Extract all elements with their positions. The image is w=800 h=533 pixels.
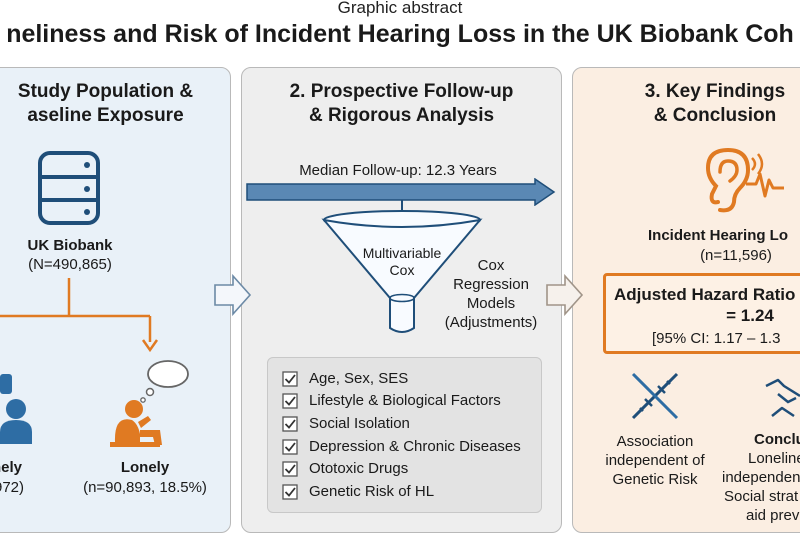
funnel-icon	[321, 200, 483, 333]
conclusion-line3: Social strat	[724, 488, 799, 505]
split-connector	[0, 278, 159, 353]
hazard-ratio-box	[603, 273, 800, 354]
regression-label-line4: (Adjustments)	[444, 314, 538, 331]
adjustment-label: Depression & Chronic Diseases	[309, 438, 521, 455]
database-name: UK Biobank	[27, 237, 113, 254]
timeline-arrow-icon	[246, 178, 556, 206]
panel3-title-line2: & Conclusion	[653, 105, 777, 126]
arrow-right-icon	[546, 274, 584, 316]
handshake-icon	[765, 378, 800, 418]
lonely-count: (n=90,893, 18.5%)	[83, 479, 207, 496]
lonely-label: Lonely	[120, 459, 170, 476]
lonely-person-icon	[110, 360, 189, 447]
panel2-title-line2: & Rigorous Analysis	[308, 105, 495, 126]
panel-study-population	[0, 67, 231, 533]
hazard-ratio-ci: [95% CI: 1.17 – 1.3	[652, 330, 781, 347]
checkbox-checked-icon	[282, 484, 298, 500]
outcome-label: Incident Hearing Lo	[648, 227, 789, 244]
association-line2: independent of	[605, 452, 705, 469]
funnel-label-line1: Multivariable	[362, 245, 442, 261]
conclusion-line2: independen	[722, 469, 800, 486]
person-icon	[0, 374, 32, 444]
panel1-title-line2: aseline Exposure	[27, 105, 184, 126]
hazard-ratio-value: = 1.24	[726, 306, 774, 325]
adjustment-label: Social Isolation	[309, 415, 410, 432]
adjustment-label: Age, Sex, SES	[309, 370, 409, 387]
adjustments-list: Age, Sex, SES Lifestyle & Biological Fac…	[267, 357, 542, 513]
panel2-title-line1: 2. Prospective Follow-up	[289, 81, 514, 102]
regression-label-line1: Cox	[477, 257, 505, 274]
outcome-count: (n=11,596)	[700, 247, 772, 264]
association-line3: Genetic Risk	[612, 471, 698, 488]
panel1-title-line1: Study Population &	[17, 81, 194, 102]
adjustment-label: Genetic Risk of HL	[309, 483, 435, 500]
checkbox-checked-icon	[282, 416, 298, 432]
not-lonely-label: nely	[0, 459, 23, 476]
conclusion-line1: Loneline	[748, 450, 800, 467]
checkbox-checked-icon	[282, 371, 298, 387]
hazard-ratio-label: Adjusted Hazard Ratio	[614, 285, 796, 304]
follow-up-label: Median Follow-up: 12.3 Years	[299, 162, 497, 179]
conclusion-line4: aid prev	[746, 507, 800, 524]
regression-label-line2: Regression	[453, 276, 529, 293]
arrow-right-icon	[214, 274, 252, 316]
database-icon	[38, 151, 100, 225]
graphic-abstract-label: Graphic abstract	[337, 0, 463, 17]
conclusion-title: Conclu	[754, 431, 800, 448]
ear-icon	[706, 147, 784, 213]
checkbox-checked-icon	[282, 439, 298, 455]
adjustment-label: Lifestyle & Biological Factors	[309, 392, 501, 409]
database-count: (N=490,865)	[28, 256, 112, 273]
funnel-label-line2: Cox	[389, 262, 415, 278]
association-line1: Association	[616, 433, 694, 450]
regression-label-line3: Models	[466, 295, 516, 312]
page-title: neliness and Risk of Incident Hearing Lo…	[6, 20, 794, 48]
not-lonely-count: 972)	[0, 479, 25, 496]
checkbox-checked-icon	[282, 461, 298, 477]
adjustment-label: Ototoxic Drugs	[309, 460, 409, 477]
checkbox-checked-icon	[282, 393, 298, 409]
dna-icon	[631, 372, 679, 420]
panel3-title-line1: 3. Key Findings	[644, 81, 786, 102]
